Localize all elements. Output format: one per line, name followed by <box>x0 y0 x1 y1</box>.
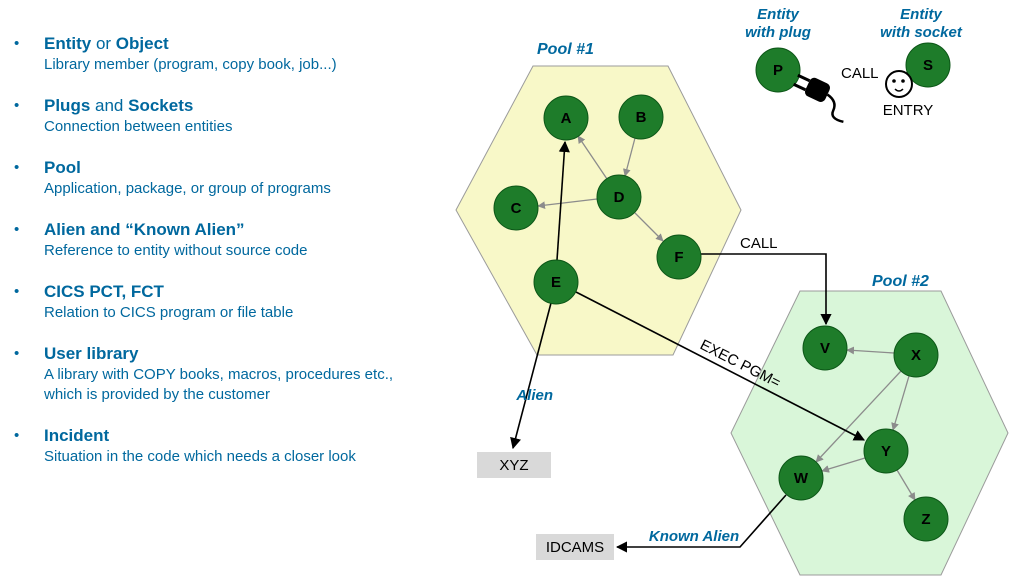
term-description: Application, package, or group of progra… <box>44 180 331 197</box>
svg-text:C: C <box>511 200 522 217</box>
term-description: A library with COPY books, macros, proce… <box>44 366 394 403</box>
pool1-hexagon <box>455 65 742 356</box>
pool2-title: Pool #2 <box>872 273 929 290</box>
glossary-item-incident: • Incident Situation in the code which n… <box>10 425 440 467</box>
idcams-box <box>536 534 614 560</box>
bullet-icon: • <box>14 427 20 444</box>
plug-legend-title-line2: with plug <box>745 24 811 41</box>
glossary: • Entity or Object Library member (progr… <box>10 33 440 487</box>
glossary-item-plugs-sockets: • Plugs and Sockets Connection between e… <box>10 95 440 137</box>
edge-d-f <box>634 212 664 242</box>
glossary-item-user-library: • User library A library with COPY books… <box>10 343 440 405</box>
known-alien-label: Known Alien <box>649 528 739 545</box>
term-description: Reference to entity without source code <box>44 242 308 259</box>
term-title: Alien and “Known Alien” <box>44 220 245 239</box>
pool2-hexagon <box>730 290 1009 576</box>
svg-text:D: D <box>614 189 625 206</box>
edge-y-z <box>896 469 916 501</box>
term-title: User library <box>44 344 139 363</box>
bullet-icon: • <box>14 345 20 362</box>
bullet-icon: • <box>14 283 20 300</box>
node-b: B <box>618 94 664 140</box>
entry-label: ENTRY <box>883 102 934 119</box>
pool1-title: Pool #1 <box>537 41 594 58</box>
svg-text:P: P <box>773 62 783 79</box>
bullet-icon: • <box>14 97 20 114</box>
edge-y-w <box>821 457 866 473</box>
term-title: Incident <box>44 426 110 445</box>
node-w: W <box>778 455 824 501</box>
plug-icon <box>792 73 844 124</box>
alien-label: Alien <box>515 387 553 404</box>
svg-text:A: A <box>561 110 572 127</box>
svg-text:Y: Y <box>881 443 891 460</box>
bullet-icon: • <box>14 35 20 52</box>
svg-text:W: W <box>794 470 809 487</box>
glossary-item-alien: • Alien and “Known Alien” Reference to e… <box>10 219 440 261</box>
socket-legend-title-line1: Entity <box>900 6 942 23</box>
svg-text:S: S <box>923 57 933 74</box>
term-title: Pool <box>44 158 81 177</box>
edge-known-alien-w-idcams <box>615 494 787 553</box>
term-title: Plugs and Sockets <box>44 96 194 115</box>
idcams-box-label: IDCAMS <box>546 539 604 556</box>
term-title: Entity or Object <box>44 34 169 53</box>
edge-x-y <box>891 375 910 431</box>
bullet-icon: • <box>14 221 20 238</box>
svg-text:X: X <box>911 347 921 364</box>
edge-b-d <box>623 137 636 177</box>
glossary-item-pool: • Pool Application, package, or group of… <box>10 157 440 199</box>
node-p: P <box>755 47 801 93</box>
edge-d-a <box>577 135 608 180</box>
glossary-item-entity: • Entity or Object Library member (progr… <box>10 33 440 75</box>
node-v: V <box>802 325 848 371</box>
edge-exec-e-y <box>575 291 865 441</box>
edge-e-a <box>556 140 570 261</box>
svg-text:V: V <box>820 340 830 357</box>
socket-icon <box>885 70 913 98</box>
node-f: F <box>656 234 702 280</box>
plug-legend-title-line1: Entity <box>757 6 799 23</box>
svg-text:E: E <box>551 274 561 291</box>
node-s: S <box>905 42 951 88</box>
term-description: Relation to CICS program or file table <box>44 304 294 321</box>
socket-legend-title-line2: with socket <box>880 24 963 41</box>
edge-d-c <box>537 198 598 210</box>
call-edge-label: CALL <box>740 235 778 252</box>
edge-x-v <box>846 346 895 355</box>
node-y: Y <box>863 428 909 474</box>
svg-text:B: B <box>636 109 647 126</box>
node-d: D <box>596 174 642 220</box>
xyz-box-label: XYZ <box>499 457 528 474</box>
node-x: X <box>893 332 939 378</box>
term-description: Library member (program, copy book, job.… <box>44 56 337 73</box>
edge-alien-e-xyz <box>510 302 552 450</box>
term-title: CICS PCT, FCT <box>44 282 164 301</box>
edge-x-w <box>815 370 902 463</box>
node-a: A <box>543 95 589 141</box>
term-description: Situation in the code which needs a clos… <box>44 448 356 465</box>
node-e: E <box>533 259 579 305</box>
node-c: C <box>493 185 539 231</box>
glossary-item-cics: • CICS PCT, FCT Relation to CICS program… <box>10 281 440 323</box>
edge-call-f-v <box>701 253 832 326</box>
svg-text:Z: Z <box>921 511 930 528</box>
plug-call-label: CALL <box>841 65 879 82</box>
xyz-box <box>477 452 551 478</box>
node-z: Z <box>903 496 949 542</box>
svg-text:F: F <box>674 249 683 266</box>
term-description: Connection between entities <box>44 118 233 135</box>
bullet-icon: • <box>14 159 20 176</box>
